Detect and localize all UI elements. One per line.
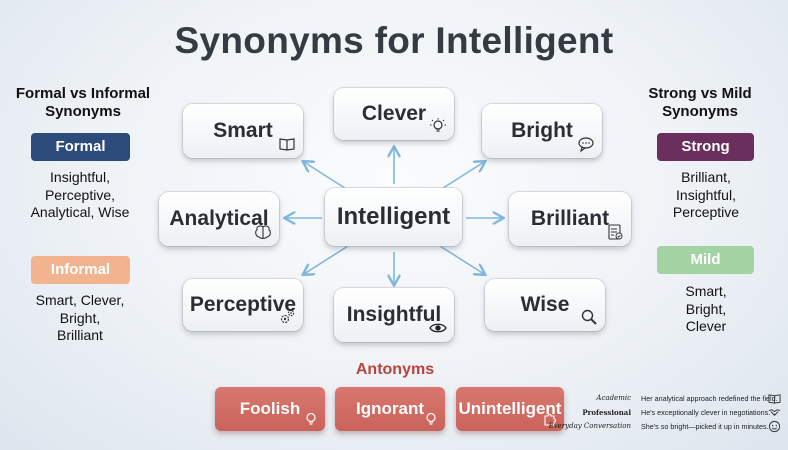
example-row-professional: Professional He's exceptionally clever i… [565, 408, 785, 420]
bulb-icon [426, 412, 436, 425]
synonym-card-wise: Wise [485, 279, 605, 331]
synonym-label: Insightful [346, 303, 442, 326]
puzzle-icon [544, 414, 556, 426]
synonym-label: Wise [520, 293, 570, 316]
magnifier-icon [581, 309, 597, 325]
bulb-icon [306, 412, 316, 425]
synonym-label: Clever [361, 102, 427, 125]
antonym-card-ignorant: Ignorant [335, 387, 445, 431]
book-icon [279, 138, 295, 151]
handshake-icon [768, 409, 781, 416]
formal-informal-heading: Formal vs Informal Synonyms [15, 85, 151, 120]
synonym-label: Perceptive [189, 293, 297, 316]
mild-list: Smart, Bright, Clever [685, 283, 727, 334]
antonym-label: Foolish [239, 399, 301, 418]
synonym-label: Analytical [169, 207, 269, 230]
example-row-everyday: Everyday Conversation She's so bright—pi… [549, 420, 785, 434]
synonym-card-analytical: Analytical [159, 192, 279, 246]
informal-label: Informal [31, 256, 130, 284]
open-book-icon [768, 394, 781, 404]
example-context: Academic [596, 394, 631, 402]
synonym-card-brilliant: Brilliant [509, 192, 631, 246]
strong-mild-heading: Strong vs Mild Synonyms [648, 85, 752, 120]
checklist-icon [608, 224, 623, 240]
antonyms-heading: Antonyms [355, 361, 435, 378]
example-row-academic: Academic Her analytical approach redefin… [565, 394, 785, 406]
synonym-card-smart: Smart [183, 104, 303, 158]
synonym-card-clever: Clever [334, 88, 454, 140]
strong-list: Brilliant, Insightful, Perceptive [672, 169, 740, 220]
lightbulb-icon [430, 118, 446, 132]
example-sentence: Her analytical approach redefined the fi… [641, 394, 778, 403]
antonym-label: Unintelligent [458, 399, 562, 418]
synonym-label: Smart [213, 119, 273, 142]
arrow-to-perceptive [304, 245, 349, 274]
arrow-to-wise [439, 245, 484, 274]
example-sentence: She's so bright—picked it up in minutes. [641, 422, 769, 431]
brain-icon [255, 225, 271, 240]
gears-icon [280, 309, 295, 324]
eye-icon [429, 323, 447, 333]
example-sentence: He's exceptionally clever in negotiation… [641, 408, 771, 417]
synonym-card-insightful: Insightful [334, 288, 454, 342]
synonym-card-bright: Bright [482, 104, 602, 158]
center-card: Intelligent [325, 188, 462, 246]
example-context: Everyday Conversation [548, 422, 631, 430]
page-title: Synonyms for Intelligent [174, 20, 614, 61]
formal-label: Formal [31, 133, 130, 161]
smiley-icon [768, 420, 781, 433]
strong-label: Strong [657, 133, 754, 161]
synonym-card-perceptive: Perceptive [183, 279, 303, 331]
arrow-to-bright [439, 162, 484, 191]
example-context: Professional [582, 408, 631, 417]
speech-bubble-icon [578, 137, 594, 153]
arrow-to-smart [304, 162, 349, 191]
antonym-card-foolish: Foolish [215, 387, 325, 431]
antonym-label: Ignorant [356, 399, 424, 418]
formal-list: Insightful, Perceptive, Analytical, Wise [30, 169, 130, 220]
mild-label: Mild [657, 246, 754, 274]
informal-list: Smart, Clever, Bright, Brilliant [35, 292, 125, 343]
synonym-label: Brilliant [530, 207, 610, 230]
center-label: Intelligent [336, 203, 451, 230]
synonym-label: Bright [511, 119, 573, 142]
antonym-card-unintelligent: Unintelligent [456, 387, 564, 431]
